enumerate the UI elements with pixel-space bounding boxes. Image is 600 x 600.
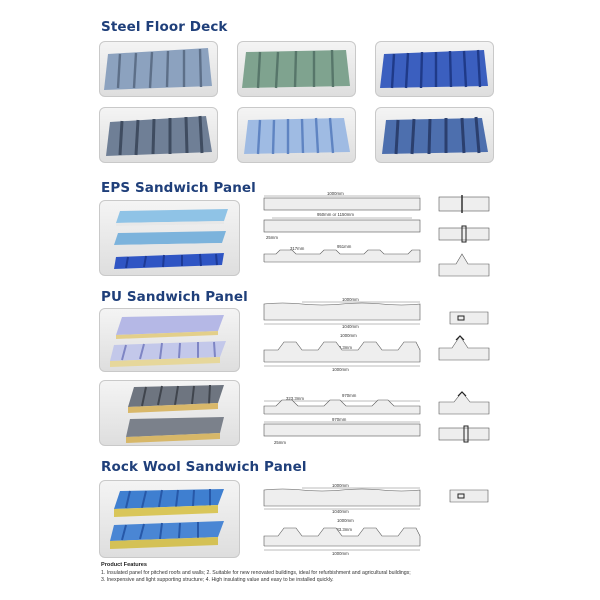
pu-panel-photo-2 <box>99 380 240 446</box>
dim-label: 317mm <box>290 246 305 251</box>
pu-drawings-bottom: 323.3mm 970mm 970mm 25mm <box>262 384 432 448</box>
dim-label: 25mm <box>274 440 286 445</box>
dim-label: 970mm <box>332 417 347 422</box>
dim-label: 1000mm <box>340 333 357 338</box>
rock-wool-joint-details <box>438 484 490 554</box>
rock-wool-drawings: 1000mm 1040mm 1000mm 333.3mm 1000mm <box>262 478 432 558</box>
eps-panel-photo <box>99 200 240 276</box>
product-features-line-2: 3. Inexpensive and light supporting stru… <box>101 577 334 583</box>
dim-label: 951mm <box>337 244 352 249</box>
steel-deck-photo-3 <box>375 41 494 97</box>
section-title-pu-sandwich-panel: PU Sandwich Panel <box>101 289 248 305</box>
dim-label: 1000mm <box>327 191 344 196</box>
steel-deck-photo-1 <box>99 41 218 97</box>
dim-label: 1040mm <box>342 324 359 329</box>
dim-label: 1000mm <box>337 518 354 523</box>
section-title-eps-sandwich-panel: EPS Sandwich Panel <box>101 180 256 196</box>
dim-label: 25mm <box>266 235 278 240</box>
pu-panel-photo-1 <box>99 308 240 372</box>
dim-label: 1000mm <box>332 367 349 372</box>
dim-label: 333.3mm <box>334 527 352 532</box>
dim-label: 323.3mm <box>286 396 304 401</box>
rock-wool-panel-photo <box>99 480 240 558</box>
product-features-title: Product Features <box>101 562 148 568</box>
steel-deck-photo-4 <box>99 107 218 163</box>
dim-label: 1000mm <box>332 551 349 556</box>
pu-joint-details <box>438 306 490 446</box>
dim-label: 970mm <box>342 393 357 398</box>
dim-label: 1000mm <box>342 297 359 302</box>
dim-label: 1000mm <box>332 483 349 488</box>
steel-deck-photo-6 <box>375 107 494 163</box>
dim-label: 333.3mm <box>334 345 352 350</box>
pu-drawings-top: 1000mm 1040mm 1000mm 333.3mm 1000mm <box>262 294 432 372</box>
dim-label: 950mm or 1150mm <box>317 212 354 217</box>
steel-deck-photo-5 <box>237 107 356 163</box>
section-title-rock-wool-sandwich-panel: Rock Wool Sandwich Panel <box>101 459 307 475</box>
eps-drawings: 1000mm 950mm or 1150mm 25mm 317mm 951mm <box>262 188 432 280</box>
eps-joint-details <box>438 192 490 282</box>
product-features-line-1: 1. Insulated panel for pitched roofs and… <box>101 570 411 576</box>
dim-label: 1040mm <box>332 509 349 514</box>
steel-deck-photo-2 <box>237 41 356 97</box>
section-title-steel-floor-deck: Steel Floor Deck <box>101 19 228 35</box>
